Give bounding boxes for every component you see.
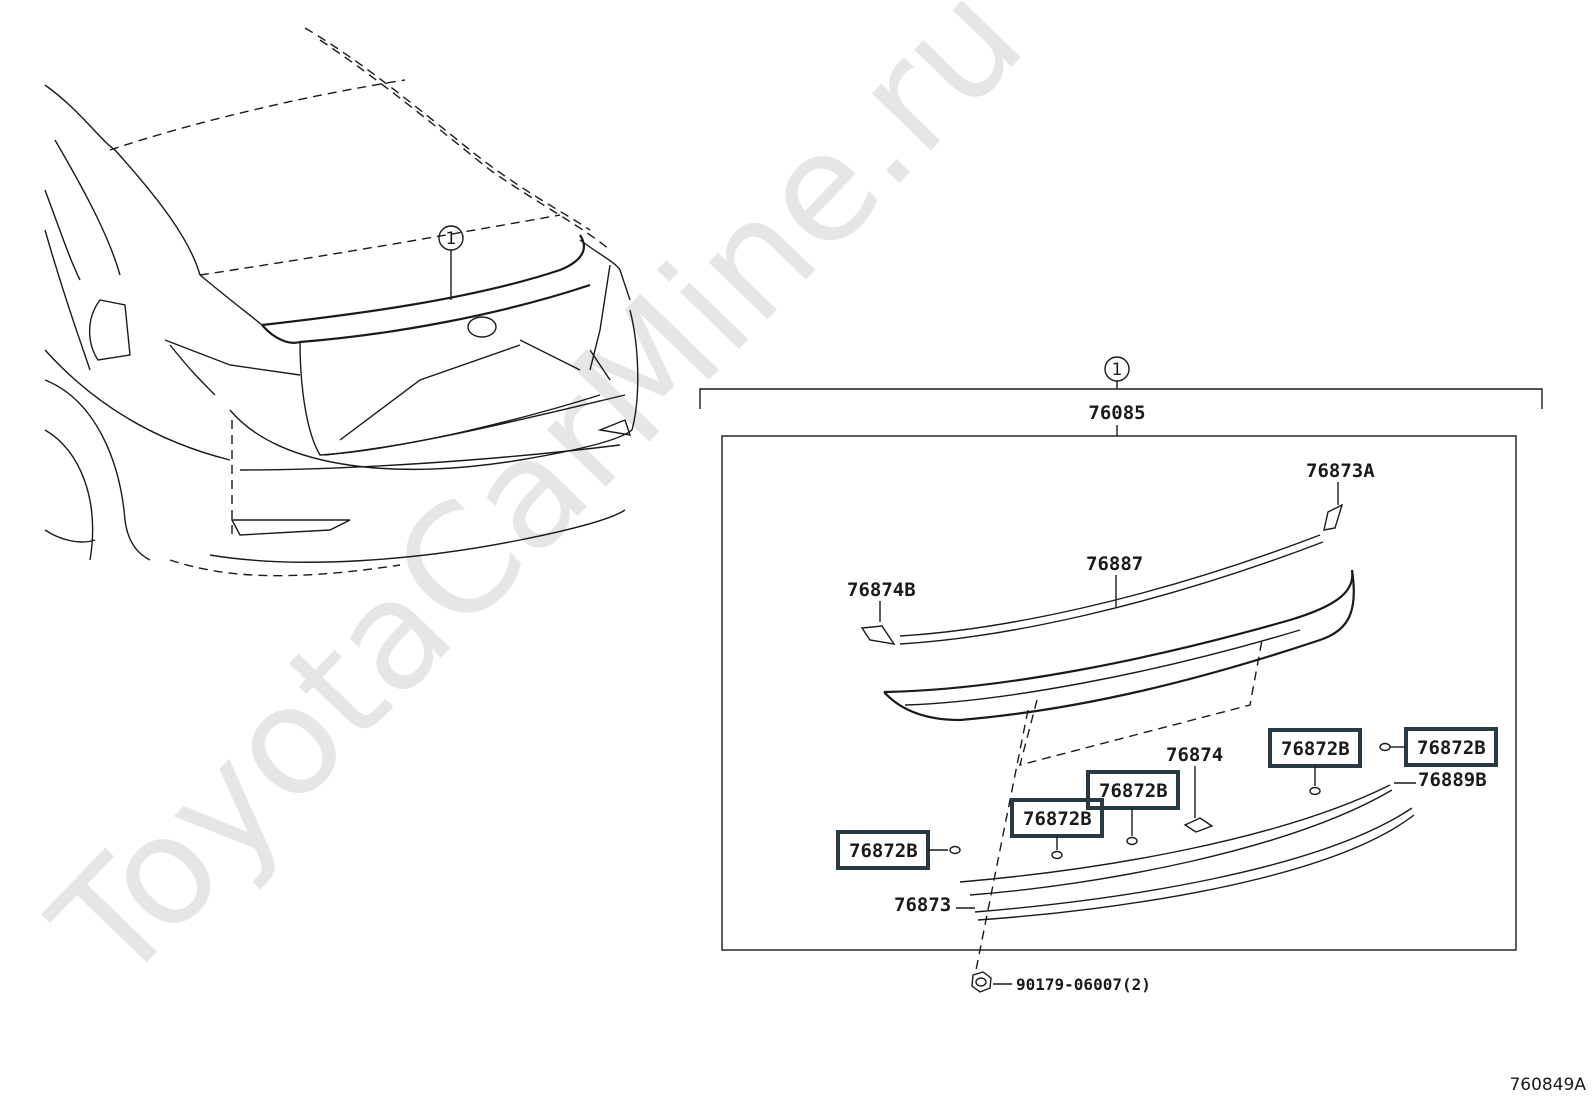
diagram-code: 760849A (1509, 1075, 1586, 1095)
parts-breakdown: 1 76085 76873A 76887 76874B 76874 76889B (699, 356, 1543, 994)
label-76887: 76887 (1086, 553, 1143, 575)
label-76872B-2: 76872B (1023, 808, 1092, 830)
highlight-box-3 (1086, 770, 1180, 810)
label-76085: 76085 (1088, 402, 1145, 424)
label-76874: 76874 (1166, 744, 1223, 766)
watermark: ToyotaCarMine.ru (20, 0, 1056, 1016)
label-bolt: 90179-06007(2) (1016, 975, 1151, 994)
label-76874B: 76874B (847, 579, 916, 601)
label-76872B-5: 76872B (1417, 737, 1486, 759)
label-76872B-4: 76872B (1281, 738, 1350, 760)
callout-number-parts: 1 (1112, 360, 1123, 380)
callout-number-car: 1 (446, 229, 457, 249)
label-76872B-1: 76872B (849, 840, 918, 862)
car-rear-illustration: 1 (44, 27, 639, 577)
label-76873: 76873 (894, 894, 951, 916)
label-76873A: 76873A (1306, 460, 1375, 482)
label-76889B: 76889B (1418, 769, 1487, 791)
label-76872B-3: 76872B (1099, 780, 1168, 802)
